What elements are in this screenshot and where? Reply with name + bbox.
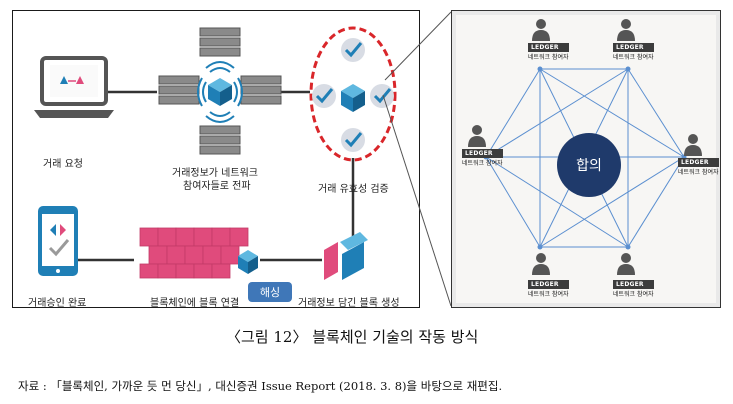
hash-badge: 해싱 [248,282,292,302]
participant-top-left: LEDGER 네트워크 참여자 [528,43,569,61]
server-icon-bottom [199,125,241,155]
participant-left: LEDGER 네트워크 참여자 [462,149,503,167]
check-badge-left [312,84,336,108]
participant-bottom-right: LEDGER 네트워크 참여자 [613,280,654,298]
participant-bottom-left: LEDGER 네트워크 참여자 [528,280,569,298]
left-diagram-graphics [34,26,397,280]
figure-source: 자료 : 「블록체인, 가까운 듯 먼 당신」, 대신증권 Issue Repo… [18,379,503,393]
cube-icon-center [208,78,232,106]
participant-top-right: LEDGER 네트워크 참여자 [613,43,654,61]
participant-person-icons [468,19,702,275]
label-complete: 거래승인 완료 [28,298,87,309]
ledger-badge: LEDGER [613,43,654,52]
laptop-icon [34,56,114,118]
person-icon-bottom-left [532,253,550,275]
signal-waves-icon [197,61,243,123]
ledger-badge: LEDGER [678,158,719,167]
label-connect: 블록체인에 블록 연결 [150,298,240,309]
cube-icon-verify [341,84,365,112]
consensus-network-graphics [468,19,702,275]
consensus-circle: 합의 [557,133,621,197]
person-icon-top-left [532,19,550,41]
participant-label: 네트워크 참여자 [528,291,569,298]
figure-caption: 〈그림 12〉 블록체인 기술의 작동 방식 [226,328,479,346]
person-icon-right [684,134,702,156]
ledger-badge: LEDGER [528,280,569,289]
ledger-badge: LEDGER [462,149,503,158]
check-badge-bottom [341,128,365,152]
server-icon-top [199,27,241,57]
label-propagate-line2: 참여자들로 전파 [183,181,251,192]
ledger-badge: LEDGER [613,280,654,289]
person-icon-left [468,125,486,147]
label-create-block: 거래정보 담긴 블록 생성 [298,298,400,309]
participant-right: LEDGER 네트워크 참여자 [678,158,719,176]
participant-label: 네트워크 참여자 [678,169,719,176]
person-icon-top-right [617,19,635,41]
label-propagate-line1: 거래정보가 네트워크 [172,168,258,179]
smartphone-icon [38,206,78,276]
participant-label: 네트워크 참여자 [528,54,569,61]
cube-icon-new-link [238,250,258,274]
blockchain-blocks-icon [139,227,258,279]
person-icon-bottom-right [617,253,635,275]
participant-label: 네트워크 참여자 [613,54,654,61]
label-request: 거래 요청 [43,159,83,170]
label-verify: 거래 유효성 검증 [318,184,389,195]
new-block-icon [324,232,368,280]
participant-label: 네트워크 참여자 [613,291,654,298]
verification-icon [309,26,397,162]
check-badge-right [370,84,394,108]
participant-label: 네트워크 참여자 [462,160,503,167]
network-propagation-icon [158,27,282,155]
ledger-badge: LEDGER [528,43,569,52]
check-badge-top [341,38,365,62]
